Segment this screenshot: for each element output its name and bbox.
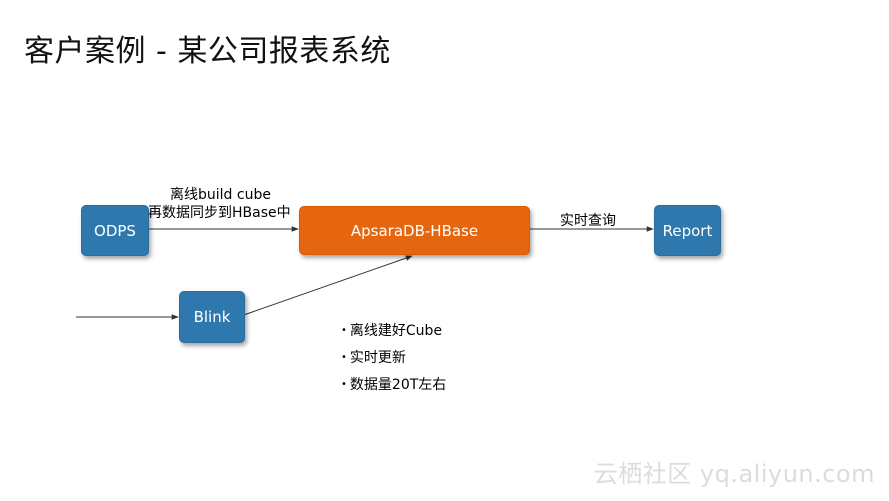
- hbase-node: ApsaraDB-HBase: [299, 206, 530, 255]
- bullet-icon: •: [341, 379, 347, 390]
- note-item: •实时更新: [341, 350, 406, 366]
- edge-label-realtime-query: 实时查询: [560, 213, 616, 229]
- bullet-icon: •: [341, 325, 347, 336]
- blink-node: Blink: [179, 291, 245, 343]
- slide-title: 客户案例 - 某公司报表系统: [24, 34, 391, 69]
- hbase-node-label: ApsaraDB-HBase: [350, 221, 479, 240]
- notes-list: •离线建好Cube •实时更新 •数据量20T左右: [341, 322, 446, 403]
- report-node-label: Report: [662, 221, 713, 240]
- edge-label-offline-build: 离线build cube: [170, 187, 271, 203]
- arrow-blink-to-hbase: [237, 255, 413, 318]
- note-item: •数据量20T左右: [341, 377, 447, 393]
- report-node: Report: [654, 205, 721, 256]
- bullet-icon: •: [341, 352, 347, 363]
- edge-label-sync-hbase: 再数据同步到HBase中: [148, 205, 291, 221]
- watermark: 云栖社区 yq.aliyun.com: [593, 460, 875, 488]
- odps-node: ODPS: [81, 205, 149, 256]
- blink-node-label: Blink: [193, 308, 231, 326]
- note-item: •离线建好Cube: [341, 323, 443, 339]
- odps-node-label: ODPS: [94, 221, 136, 240]
